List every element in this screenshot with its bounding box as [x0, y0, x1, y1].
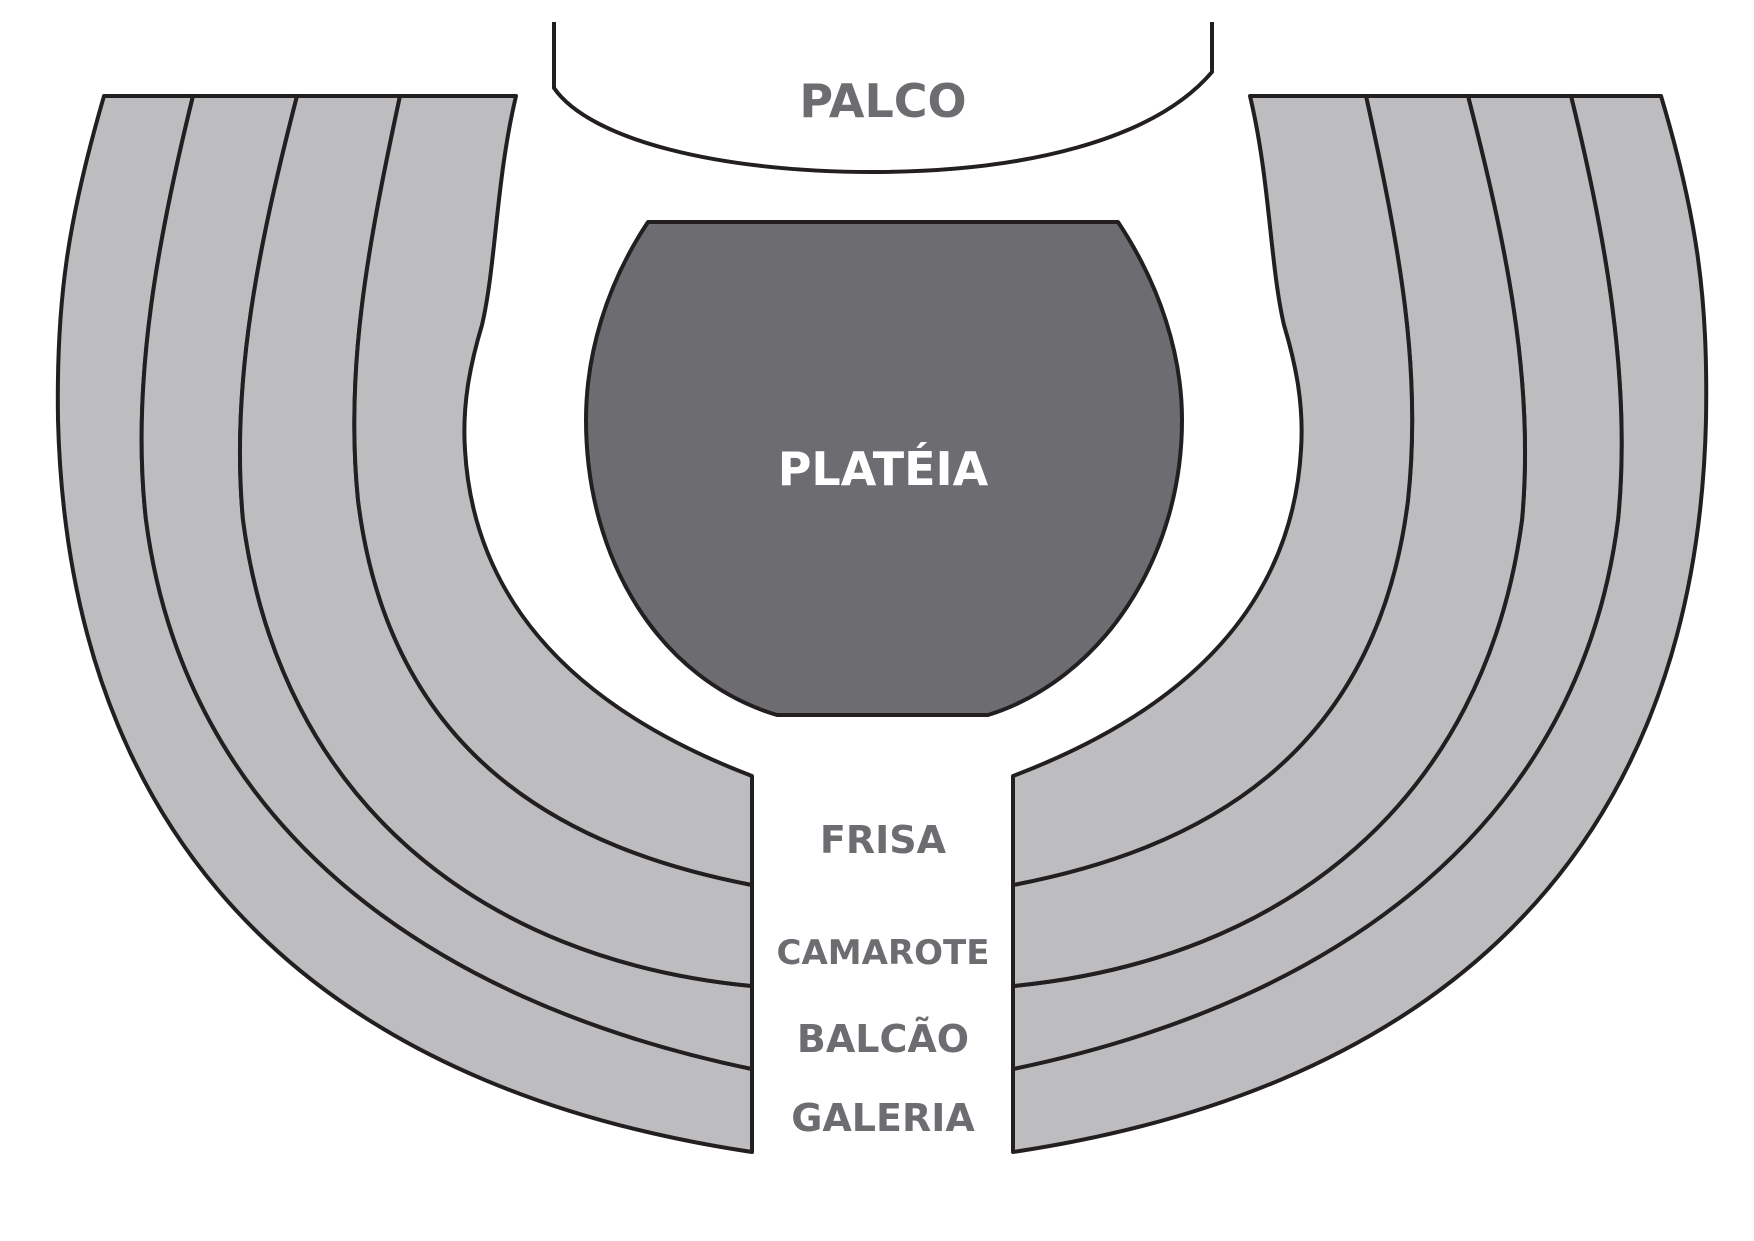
left-frisa-tier [352, 94, 754, 887]
left-wing [55, 94, 754, 1154]
right-wing [1011, 94, 1709, 1154]
right-frisa-tier [1011, 94, 1415, 887]
galeria-label: GALERIA [791, 1096, 975, 1140]
palco-stage [552, 22, 1214, 174]
balcao-label: BALCÃO [797, 1017, 969, 1061]
plateia-label: PLATÉIA [778, 442, 989, 496]
plateia-area [584, 220, 1184, 717]
palco-label: PALCO [799, 74, 966, 128]
frisa-label: FRISA [820, 818, 947, 862]
camarote-label: CAMAROTE [777, 933, 990, 973]
